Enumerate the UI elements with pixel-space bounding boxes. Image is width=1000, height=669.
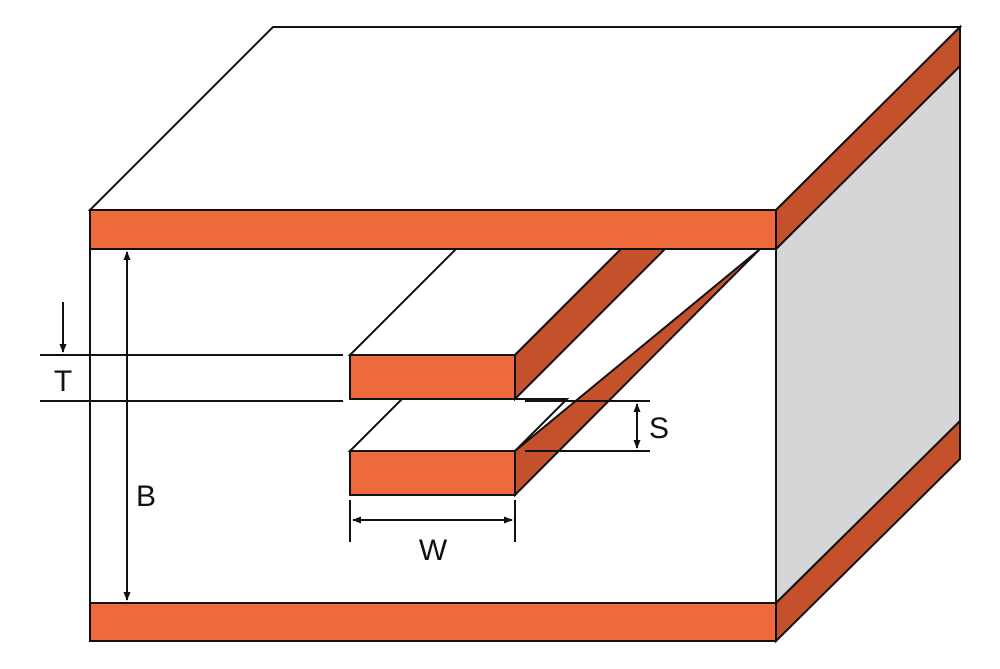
lower-strip-front [349,450,516,496]
thickness-dimension: T [40,302,343,402]
upper-strip-conductor [347,248,668,402]
spacing-label: S [649,412,669,445]
top-ground-plane [89,209,777,250]
lower-strip-conductor [347,248,761,498]
upper-strip-front [349,354,516,400]
thickness-label: T [54,365,72,398]
separation-label: B [136,480,156,513]
bottom-ground-plane [89,602,777,642]
width-label: W [419,534,448,567]
separation-dimension: B [123,251,156,601]
spacing-dimension: S [525,400,669,452]
width-dimension: W [349,500,516,567]
